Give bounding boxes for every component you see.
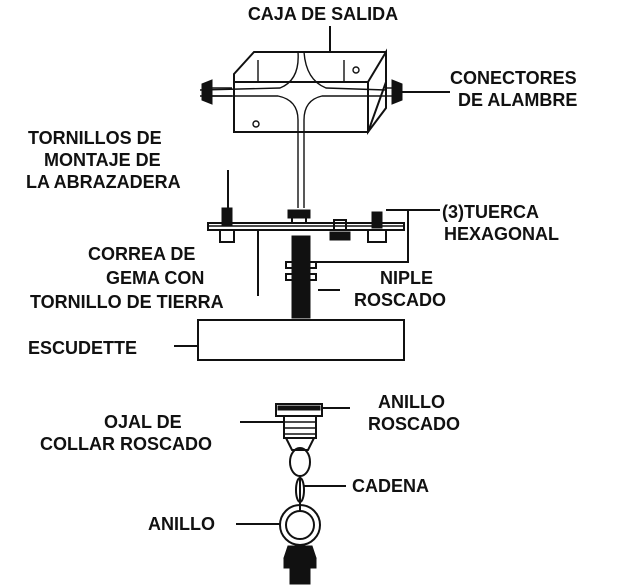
escutcheon — [197, 319, 405, 361]
label-tuerca-1: (3)TUERCA — [442, 202, 539, 222]
leader-lines — [174, 26, 450, 525]
label-tornillos-1: TORNILLOS DE — [28, 128, 162, 148]
threaded-ring — [275, 403, 323, 417]
label-correa-3: TORNILLO DE TIERRA — [30, 292, 224, 312]
box-wires — [199, 51, 387, 208]
wire-connector-left — [201, 79, 232, 105]
label-niple-2: ROSCADO — [354, 290, 446, 310]
label-anillo-roscado-2: ROSCADO — [368, 414, 460, 434]
label-escudette: ESCUDETTE — [28, 338, 137, 358]
threaded-nipple — [285, 235, 317, 319]
label-tuerca-2: HEXAGONAL — [444, 224, 559, 244]
label-anillo-roscado-1: ANILLO — [378, 392, 445, 412]
chain — [295, 476, 305, 512]
bracket-screw-left — [219, 207, 235, 243]
outlet-box — [233, 48, 387, 135]
label-tornillos-3: LA ABRAZADERA — [26, 172, 181, 192]
label-ojal-2: COLLAR ROSCADO — [40, 434, 212, 454]
label-cadena: CADENA — [352, 476, 429, 496]
ground-screw — [287, 209, 311, 224]
loop-ring — [279, 504, 321, 585]
label-caja-de-salida: CAJA DE SALIDA — [248, 4, 398, 24]
label-correa-1: CORREA DE — [88, 244, 195, 264]
label-tornillos-2: MONTAJE DE — [44, 150, 161, 170]
wire-connector-right — [386, 79, 403, 105]
bracket-screw-right — [367, 211, 387, 243]
label-niple-1: NIPLE — [380, 268, 433, 288]
label-conectores-1: CONECTORES — [450, 68, 577, 88]
label-correa-2: GEMA CON — [106, 268, 204, 288]
hex-nut-small — [329, 219, 351, 241]
threaded-collar-eyelet — [283, 415, 317, 477]
label-conectores-2: DE ALAMBRE — [458, 90, 577, 110]
label-ojal-1: OJAL DE — [104, 412, 182, 432]
label-anillo: ANILLO — [148, 514, 215, 534]
